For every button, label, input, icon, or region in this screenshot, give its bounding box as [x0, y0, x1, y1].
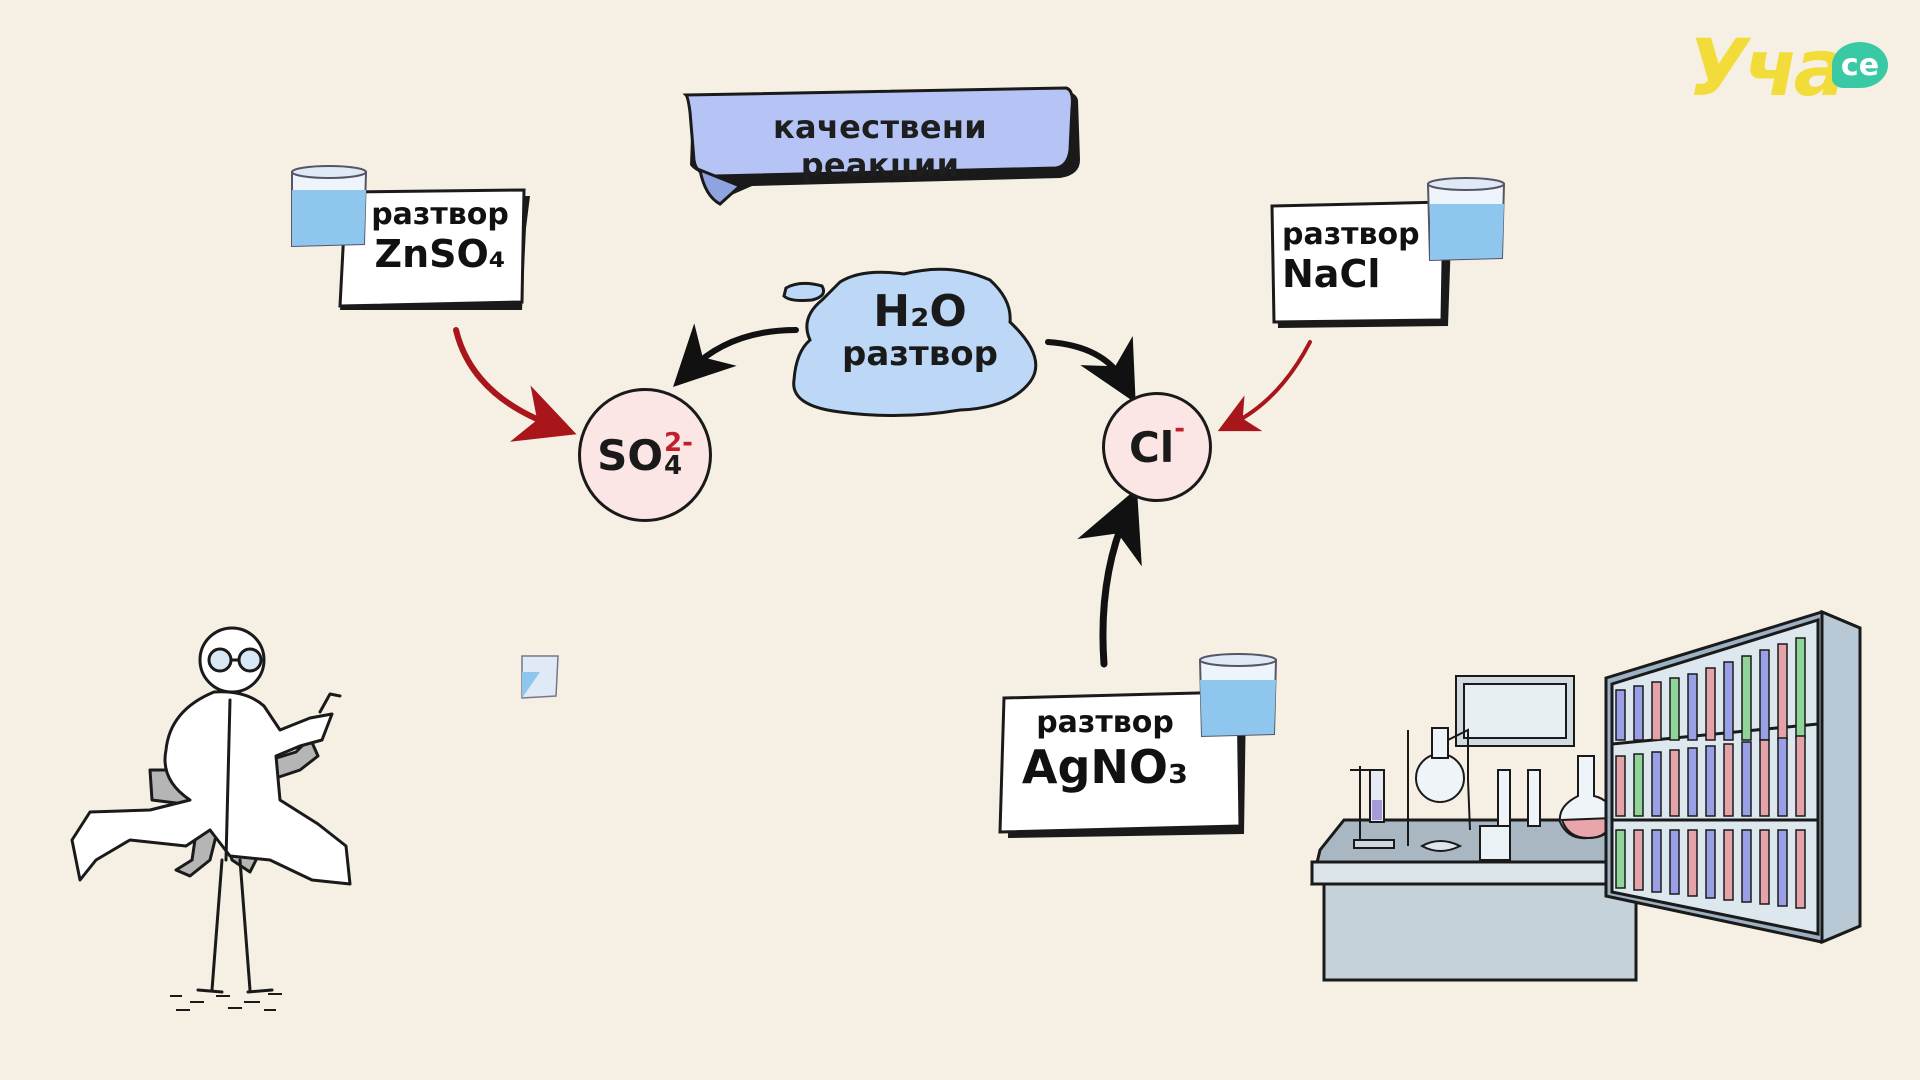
- brand-logo: Уча: [1688, 24, 1846, 114]
- test-tubes: [1615, 637, 1806, 909]
- card-nacl-label: разтвор: [1282, 217, 1420, 252]
- card-nacl: разтвор NaCl: [1282, 217, 1432, 296]
- card-nacl-shape: [1270, 200, 1452, 328]
- cloud-shape: [782, 267, 1038, 418]
- ion-chloride: Cl -: [1102, 392, 1212, 502]
- card-znso4-shape: [338, 188, 530, 310]
- ion-sulfate-charge: 2-: [664, 427, 693, 458]
- ion-chloride-base: Cl: [1128, 422, 1175, 472]
- ion-sulfate: SO 2- 4: [578, 388, 712, 522]
- ion-sulfate-subscript: 4: [664, 451, 683, 481]
- beaker-znso4: [291, 165, 368, 248]
- banner-title: качествени реакции: [773, 108, 987, 184]
- beaker-fragment: [521, 655, 559, 699]
- ion-chloride-charge: -: [1174, 414, 1186, 444]
- cloud-formula: H₂O: [873, 286, 967, 337]
- card-agno3: разтвор AgNO₃: [1020, 705, 1190, 794]
- card-agno3-shape: [998, 690, 1246, 838]
- arrows: [453, 323, 1312, 668]
- card-nacl-formula: NaCl: [1282, 251, 1381, 296]
- floor-dashes: [170, 993, 282, 1011]
- card-agno3-formula: AgNO₃: [1021, 739, 1189, 794]
- card-znso4-label: разтвор: [371, 197, 509, 232]
- cloud-label: разтвор: [842, 334, 998, 375]
- lab-glassware: [1350, 675, 1614, 861]
- card-znso4-formula: ZnSO₄: [374, 231, 506, 276]
- beaker-agno3: [1198, 653, 1278, 738]
- scientist-figure: [70, 626, 352, 994]
- card-znso4: разтвор ZnSO₄: [360, 197, 520, 276]
- cloud-water: H₂O разтвор: [820, 286, 1020, 375]
- ion-sulfate-base: SO: [597, 430, 664, 480]
- banner-ribbon: [682, 86, 1080, 206]
- brand-logo-badge: ce: [1832, 42, 1888, 88]
- beaker-nacl: [1426, 177, 1506, 262]
- card-agno3-label: разтвор: [1036, 705, 1174, 740]
